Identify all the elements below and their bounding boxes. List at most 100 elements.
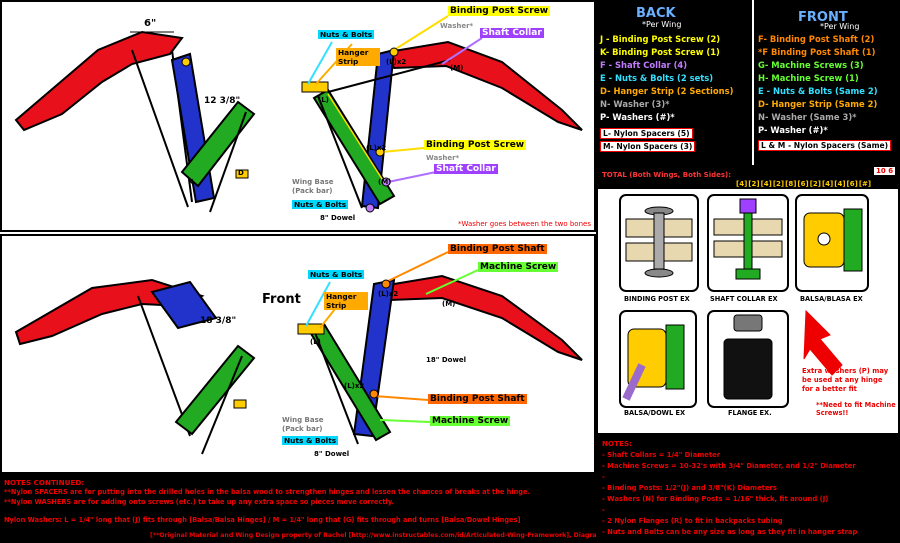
binding-post-shaft bbox=[653, 212, 665, 270]
right-pivot-mid bbox=[375, 147, 385, 157]
leader-collar-mid bbox=[387, 171, 437, 183]
tag-lx2-top: (L)x2 bbox=[386, 58, 407, 66]
front-part-item-1: *F Binding Post Shaft (1) bbox=[758, 47, 876, 57]
leader-bpshaft-top bbox=[385, 251, 449, 283]
flange-top bbox=[733, 314, 763, 332]
notes-continued-title: NOTES CONTINUED: bbox=[4, 478, 85, 487]
tag-m: (M) bbox=[442, 300, 456, 308]
leader-collar-top bbox=[441, 37, 483, 65]
front-subtitle: *Per Wing bbox=[820, 22, 860, 31]
total-value-10: [#] bbox=[858, 180, 872, 188]
extra-washers-note: Extra washers (P) may be used at any hin… bbox=[802, 367, 889, 393]
left-wing-string bbox=[137, 295, 191, 437]
notes-continued-panel: NOTES CONTINUED: **Nylon SPACERS are for… bbox=[0, 474, 667, 543]
hanger-strip-label: Hanger Strip bbox=[324, 292, 368, 310]
leader-nb-top bbox=[305, 281, 331, 327]
credit-line: [**Original Material and Wing Design pro… bbox=[150, 532, 667, 539]
dim-6-label: 6" bbox=[144, 18, 157, 29]
right-wing-green-bone bbox=[312, 88, 396, 206]
tag-m-top: (M) bbox=[450, 64, 464, 72]
left-wing-blue-bone bbox=[150, 280, 218, 330]
left-hinge bbox=[233, 399, 247, 409]
left-wing-string-a bbox=[131, 49, 189, 208]
dim-length-label: 12 3/8" bbox=[204, 96, 241, 106]
notes-right-line-3: - Binding Posts: 1/2"(J) and 3/8"(K) Dia… bbox=[602, 484, 777, 492]
tag-d: D bbox=[238, 169, 244, 177]
total-value-3: [2] bbox=[772, 180, 785, 188]
total-value-1: [2] bbox=[748, 180, 760, 188]
notes-nylon-washers-line: Nylon Washers: L = 1/4" long that (J) fi… bbox=[4, 516, 521, 524]
nuts-bolts-label-top: Nuts & Bolts bbox=[318, 30, 375, 39]
left-wing-green-bone bbox=[174, 344, 256, 436]
binding-post-shaft-label-mid: Binding Post Shaft bbox=[428, 394, 527, 404]
leader-ms-mid bbox=[379, 419, 431, 423]
dowel-18-label: 18" Dowel bbox=[426, 356, 467, 364]
leader-nb-top bbox=[307, 41, 333, 85]
shaft-collar-label-top: Shaft Collar bbox=[480, 28, 544, 38]
right-wing-dowel bbox=[317, 95, 363, 209]
total-extra: 10 6 bbox=[874, 167, 896, 175]
left-wing-red-bone bbox=[14, 30, 184, 132]
front-part-item-6: N- Washer (Same 3)* bbox=[758, 112, 857, 122]
shaft-collar-base bbox=[735, 268, 761, 280]
left-hinge-pivot bbox=[181, 57, 191, 67]
total-bar: TOTAL (Both Wings, Both Sides): [4][2][4… bbox=[596, 165, 900, 190]
binding-post-shaft-label-top: Binding Post Shaft bbox=[448, 244, 547, 254]
wing-base-label: Wing Base (Pack bar) bbox=[292, 178, 334, 195]
binding-post-ex-label: BINDING POST EX bbox=[624, 295, 690, 303]
right-wing-red-bone bbox=[380, 274, 583, 361]
total-value-5: [6] bbox=[797, 180, 809, 188]
notes-right-line-4: - Washers (N) for Binding Posts = 1/16" … bbox=[602, 495, 829, 503]
front-part-item-2: G- Machine Screws (3) bbox=[758, 60, 864, 70]
back-part-item-4: D- Hanger Strip (2 Sections) bbox=[600, 86, 734, 96]
flange-ex-label: FLANGE EX. bbox=[728, 409, 772, 417]
notes-washers-line: **Nylon WASHERS are for adding onto scre… bbox=[4, 498, 395, 506]
examples-panel: BINDING POST EX SHAFT COLLAR EX BALSA/BL… bbox=[596, 187, 900, 435]
front-part-item-3: H- Machine Screw (1) bbox=[758, 73, 859, 83]
binding-post-base bbox=[644, 268, 674, 278]
back-title: BACK bbox=[636, 6, 676, 21]
washer-note: *Washer goes between the two bones bbox=[458, 220, 591, 228]
total-value-7: [4] bbox=[821, 180, 834, 188]
dowel-label: 8" Dowel bbox=[320, 214, 356, 222]
total-label: TOTAL (Both Wings, Both Sides): bbox=[602, 171, 732, 179]
back-part-item-3: E - Nuts & Bolts (2 sets) bbox=[600, 73, 714, 83]
nuts-bolts-label-bottom: Nuts & Bolts bbox=[292, 200, 349, 209]
notes-right-line-6: - 2 Nylon Flanges (R) to fit in backpack… bbox=[602, 517, 783, 525]
notes-spacers-line: **Nylon SPACERS are for putting into the… bbox=[4, 488, 531, 496]
tag-lx2-mid: (L)x2 bbox=[344, 382, 365, 390]
right-wing-string bbox=[327, 59, 451, 93]
wing-base-label: Wing Base (Pack bar) bbox=[282, 416, 324, 433]
red-arrow bbox=[803, 309, 843, 376]
examples-svg bbox=[619, 194, 869, 408]
balsa-ex-hole bbox=[817, 232, 831, 246]
dowel-8-label: 8" Dowel bbox=[314, 450, 350, 458]
tag-lx2-top: (L)x2 bbox=[378, 290, 399, 298]
washer-label-top: Washer* bbox=[440, 22, 474, 30]
total-extra-0: 10 bbox=[876, 167, 886, 175]
front-title: Front bbox=[262, 292, 301, 307]
tag-l: (L) bbox=[310, 338, 321, 346]
machine-screw-label-top: Machine Screw bbox=[478, 262, 559, 272]
back-boxed-item-0: L- Nylon Spacers (5) bbox=[600, 128, 693, 139]
notes-right-line-1: - Machine Screws = 10-32's with 3/4" Dia… bbox=[602, 462, 856, 470]
leader-ms-top bbox=[425, 269, 479, 295]
tag-m-mid: (M) bbox=[378, 178, 392, 186]
total-value-6: [2] bbox=[809, 180, 821, 188]
back-part-item-2: F - Shaft Collar (4) bbox=[600, 60, 688, 70]
total-value-2: [4] bbox=[760, 180, 772, 188]
left-wing-green-bone bbox=[180, 100, 256, 188]
total-values: [4][2][4][2][8][6][2][4][4][6][#] bbox=[736, 171, 872, 190]
back-boxed-item-1: M- Nylon Spacers (3) bbox=[600, 141, 696, 152]
leader-bps-top bbox=[393, 15, 449, 51]
binding-post-screw-label-top: Binding Post Screw bbox=[448, 6, 551, 16]
right-wing-dowel bbox=[313, 329, 359, 445]
total-value-8: [4] bbox=[834, 180, 846, 188]
flange-tube bbox=[723, 338, 773, 400]
left-wing-dowel bbox=[209, 111, 247, 213]
notes-right-line-2: - bbox=[602, 473, 605, 481]
back-part-item-1: K- Binding Post Screw (1) bbox=[600, 47, 720, 57]
total-value-4: [8] bbox=[785, 180, 797, 188]
shaft-collar-screw bbox=[739, 198, 757, 214]
right-pivot-top bbox=[381, 279, 391, 289]
